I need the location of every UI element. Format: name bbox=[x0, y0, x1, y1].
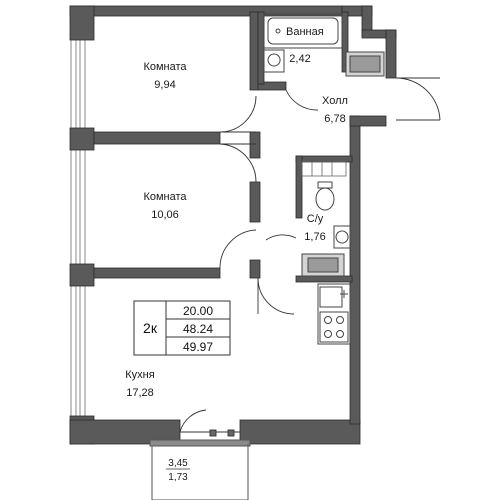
room-1: Комната 9,94 bbox=[143, 61, 187, 91]
wc-sink bbox=[333, 225, 351, 249]
wc-shelf bbox=[301, 161, 347, 177]
room-1-name: Комната bbox=[143, 61, 187, 73]
bathroom-name: Ванная bbox=[286, 26, 324, 38]
summary-area-2: 48.24 bbox=[183, 322, 213, 336]
wc: С/у 1,76 bbox=[304, 213, 325, 243]
bathroom: Ванная 2,42 bbox=[286, 26, 324, 65]
walls bbox=[69, 5, 397, 445]
toilet bbox=[315, 181, 335, 211]
room-1-area: 9,94 bbox=[154, 79, 175, 91]
balcony-area-1: 3,45 bbox=[168, 458, 188, 469]
balcony bbox=[149, 439, 251, 500]
doors bbox=[219, 77, 441, 315]
wc-name: С/у bbox=[307, 213, 324, 225]
balcony-area-2: 1,73 bbox=[168, 472, 188, 483]
rooms-count: 2к bbox=[143, 320, 158, 336]
bathtub bbox=[263, 13, 343, 49]
bathroom-sink bbox=[263, 49, 285, 73]
wc-cabinet bbox=[301, 253, 345, 277]
wc-area: 1,76 bbox=[304, 231, 325, 243]
summary-area-1: 20.00 bbox=[183, 304, 213, 318]
kitchen-counter bbox=[317, 283, 351, 345]
balcony-door bbox=[179, 409, 240, 437]
bathroom-area: 2,42 bbox=[289, 53, 310, 65]
kitchen-area: 17,28 bbox=[126, 387, 154, 399]
balcony-labels: 3,45 1,73 bbox=[166, 458, 190, 483]
room-2-area: 10,06 bbox=[151, 209, 179, 221]
hall: Холл 6,78 bbox=[322, 95, 348, 125]
kitchen: Кухня 17,28 bbox=[125, 369, 154, 399]
washing-machine bbox=[345, 51, 385, 77]
hall-name: Холл bbox=[322, 95, 348, 107]
hall-area: 6,78 bbox=[324, 113, 345, 125]
room-2: Комната 10,06 bbox=[143, 191, 187, 221]
left-windows bbox=[70, 17, 86, 421]
summary-area-3: 49.97 bbox=[183, 340, 213, 354]
room-2-name: Комната bbox=[143, 191, 187, 203]
area-summary-card: 2к 20.00 48.24 49.97 bbox=[133, 300, 231, 356]
stove bbox=[319, 311, 349, 343]
kitchen-name: Кухня bbox=[125, 369, 154, 381]
